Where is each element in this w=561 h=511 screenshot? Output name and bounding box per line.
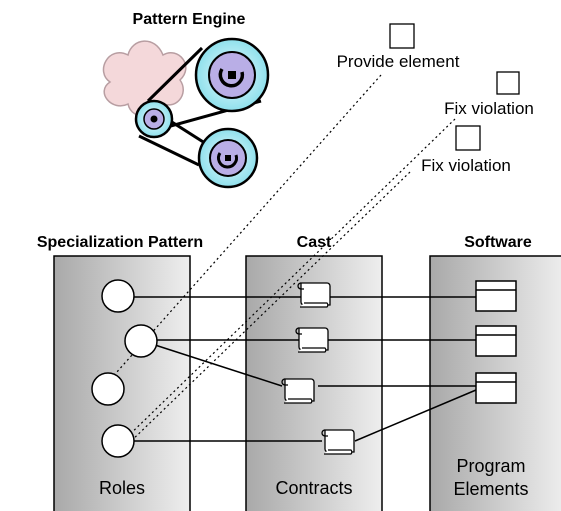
role-circles [91, 279, 158, 458]
provide-element-label: Provide element [337, 52, 460, 71]
program-element-window[interactable] [475, 325, 517, 357]
fix-violation-checkbox-2[interactable] [455, 125, 481, 151]
connector-line [154, 344, 283, 387]
elements-caption: Elements [453, 479, 528, 499]
provide-element-link [107, 74, 382, 383]
pattern-column-title: Specialization Pattern [37, 234, 203, 251]
large-gear-wheel [194, 37, 270, 113]
fix-violation-label-2: Fix violation [421, 156, 511, 175]
fix-violation-link-2 [125, 171, 411, 447]
program-element-window[interactable] [475, 372, 517, 404]
role-circle[interactable] [124, 324, 158, 358]
role-circle[interactable] [101, 424, 135, 458]
lower-gear-wheel [197, 127, 259, 189]
program-caption: Program [456, 456, 525, 476]
role-circle[interactable] [91, 372, 125, 406]
contract-scroll[interactable] [321, 429, 355, 455]
pattern-engine-illustration [102, 37, 270, 189]
program-element-window[interactable] [475, 280, 517, 312]
contracts-caption: Contracts [275, 478, 352, 498]
contract-scroll[interactable] [297, 282, 331, 308]
fix-violation-checkbox-1[interactable] [496, 71, 520, 95]
fix-violation-label-1: Fix violation [444, 99, 534, 118]
engine-title: Pattern Engine [133, 11, 246, 28]
cast-column-title: Cast [297, 234, 332, 251]
connector-line [354, 389, 477, 442]
role-circle[interactable] [101, 279, 135, 313]
provide-element-checkbox[interactable] [389, 23, 415, 49]
contract-scroll[interactable] [281, 378, 315, 404]
action-links [107, 74, 456, 447]
small-gear-wheel [134, 99, 174, 139]
software-column-title: Software [464, 234, 532, 251]
contract-scroll[interactable] [295, 327, 329, 353]
roles-caption: Roles [99, 478, 145, 498]
fix-violation-link-1 [121, 118, 456, 443]
